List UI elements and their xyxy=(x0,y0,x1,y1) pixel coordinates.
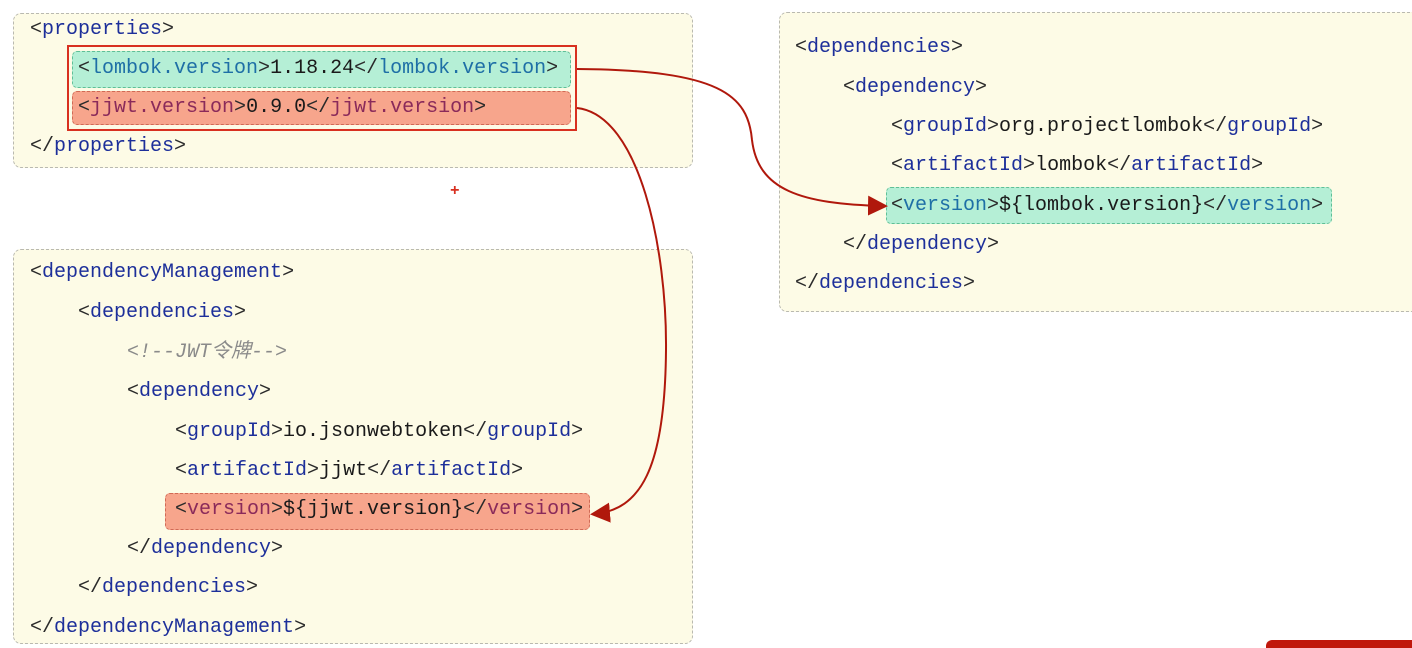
code-line: <artifactId>lombok</artifactId> xyxy=(891,154,1264,177)
code-line: </properties> xyxy=(30,135,187,158)
jjwt-version-highlight xyxy=(72,91,571,125)
code-line: <dependencyManagement> xyxy=(30,261,295,284)
code-line: </dependencies> xyxy=(795,272,976,295)
code-line: <groupId>org.projectlombok</groupId> xyxy=(891,115,1324,138)
corner-red-bar xyxy=(1266,640,1412,648)
code-line: <properties> xyxy=(30,18,175,41)
code-line: </dependency> xyxy=(843,233,1000,256)
dependencies-panel xyxy=(779,12,1412,312)
code-line: <groupId>io.jsonwebtoken</groupId> xyxy=(175,420,584,443)
code-line-lombok-version-ref: <version>${lombok.version}</version> xyxy=(891,194,1324,217)
code-line: </dependencies> xyxy=(78,576,259,599)
code-line-lombok-version: <lombok.version>1.18.24</lombok.version> xyxy=(78,57,559,80)
code-line-jjwt-version-ref: <version>${jjwt.version}</version> xyxy=(175,498,584,521)
code-line: <artifactId>jjwt</artifactId> xyxy=(175,459,524,482)
code-line: <dependencies> xyxy=(78,301,247,324)
lombok-version-ref-highlight xyxy=(886,187,1332,224)
code-line: <dependency> xyxy=(843,76,988,99)
code-line: </dependencyManagement> xyxy=(30,616,307,639)
code-line: </dependency> xyxy=(127,537,284,560)
plus-sign: + xyxy=(450,182,460,200)
lombok-version-highlight xyxy=(72,51,571,88)
code-line: <dependencies> xyxy=(795,36,964,59)
properties-selection-box xyxy=(67,45,577,131)
code-line-jjwt-version: <jjwt.version>0.9.0</jjwt.version> xyxy=(78,96,487,119)
code-line: <dependency> xyxy=(127,380,272,403)
code-comment: <!--JWT令牌--> xyxy=(127,341,288,364)
jjwt-version-ref-highlight xyxy=(165,493,590,530)
